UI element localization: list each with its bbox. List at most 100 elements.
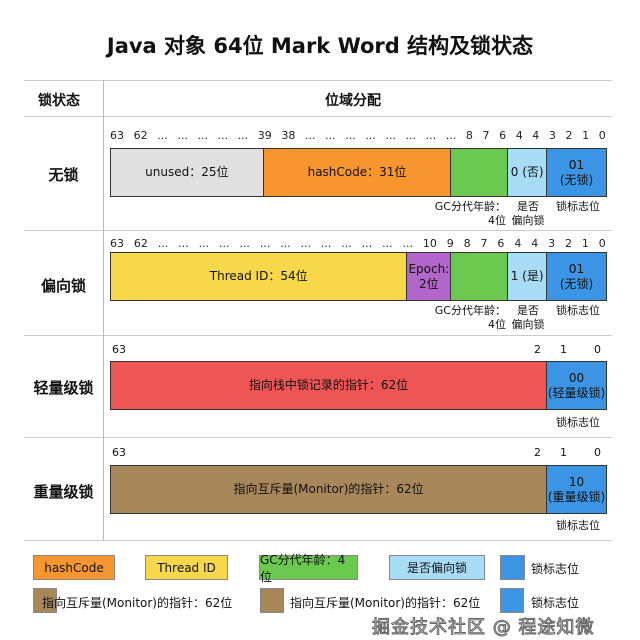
bit-index: 38	[281, 129, 296, 142]
bit-index: ...	[425, 129, 437, 142]
bit-index: ...	[259, 237, 271, 250]
segment-thread-id: Thread ID：54位	[111, 253, 408, 300]
bit-index: 4	[531, 237, 539, 250]
bit-index: 62	[133, 237, 148, 250]
column-divider	[103, 80, 104, 540]
bit-index: 6	[497, 237, 505, 250]
bar-lightweight-lock: 指向栈中锁记录的指针：62位 00 (轻量级锁)	[110, 361, 607, 410]
bit-index: 0	[598, 237, 606, 250]
bit-index: 1	[581, 237, 589, 250]
bit-index: 7	[480, 237, 488, 250]
bit-index: ...	[300, 237, 312, 250]
segment-monitor-pointer: 指向互斥量(Monitor)的指针：62位	[111, 466, 548, 513]
header-state: 锁状态	[38, 93, 80, 109]
bit-index: 10	[422, 237, 437, 250]
bit-index: 2	[564, 237, 572, 250]
bar-heavyweight-lock: 指向互斥量(Monitor)的指针：62位 10 (重量级锁)	[110, 465, 607, 514]
divider	[24, 540, 612, 541]
segment-lock-flag: 00 (轻量级锁)	[547, 362, 606, 409]
bit-index: ...	[280, 237, 291, 250]
bit-index: ...	[325, 129, 336, 142]
bit-index: 1	[582, 129, 590, 142]
legend-lock-label: 锁标志位	[531, 562, 580, 576]
segment-gc-age	[451, 149, 509, 196]
legend-lock-swatch	[500, 588, 524, 613]
bit-index: 2	[565, 129, 573, 142]
bit-index: 2	[534, 343, 541, 356]
bit-index: ...	[197, 129, 208, 142]
bit-index: ...	[341, 237, 352, 250]
bit-index: 1	[560, 446, 567, 459]
note-gc-age: GC分代年龄： 4位	[434, 304, 506, 331]
divider	[24, 80, 612, 81]
bit-index: 63	[112, 343, 126, 356]
segment-lock-record-pointer: 指向栈中锁记录的指针：62位	[111, 362, 548, 409]
divider	[24, 437, 612, 438]
bit-index: 4	[515, 129, 523, 142]
note-gc-age: GC分代年龄： 4位	[434, 200, 506, 227]
row-label-heavyweight-lock: 重量级锁	[33, 483, 94, 501]
bit-index: ...	[445, 129, 457, 142]
bit-index: 0	[594, 343, 601, 356]
segment-hashcode: hashCode：31位	[263, 149, 452, 196]
segment-biased-flag: 0 (否)	[508, 149, 548, 196]
bit-index: ...	[382, 237, 393, 250]
legend-biased: 是否偏向锁	[389, 555, 485, 580]
bit-index: ...	[320, 237, 332, 250]
bar-no-lock: unused：25位 hashCode：31位 0 (否) 01 (无锁)	[110, 148, 607, 197]
bit-index: 0	[598, 129, 606, 142]
bit-index: 9	[446, 237, 454, 250]
bit-index: 3	[548, 129, 556, 142]
legend-gc-age: GC分代年龄：4位	[259, 553, 358, 584]
bit-index: ...	[365, 129, 376, 142]
row-label-biased-lock: 偏向锁	[40, 277, 86, 295]
row-label-no-lock: 无锁	[48, 166, 79, 184]
bit-index: 6	[499, 129, 507, 142]
bit-index: 8	[465, 129, 473, 142]
bit-index: 63	[110, 129, 124, 142]
bit-index: 62	[133, 129, 148, 142]
divider	[24, 335, 612, 336]
bit-index: 1	[560, 343, 567, 356]
legend-monitor-swatch	[33, 588, 57, 613]
segment-lock-flag: 10 (重量级锁)	[547, 466, 606, 513]
bit-index: 4	[514, 237, 522, 250]
bit-index: ...	[157, 237, 169, 250]
note-biased: 是否 偏向锁	[511, 200, 545, 227]
bit-index: ...	[239, 237, 250, 250]
bit-index: 8	[463, 237, 471, 250]
bit-index: 7	[482, 129, 490, 142]
bit-index: 2	[534, 446, 541, 459]
bit-index: ...	[218, 237, 230, 250]
bit-index: ...	[237, 129, 249, 142]
bit-index: 39	[257, 129, 272, 142]
segment-lock-flag: 01 (无锁)	[547, 253, 606, 300]
divider	[24, 116, 612, 117]
note-lock: 锁标志位	[556, 519, 600, 532]
bit-index: 0	[594, 446, 601, 459]
bit-index: 4	[532, 129, 540, 142]
bit-index: ...	[361, 237, 373, 250]
bit-index: ...	[177, 129, 188, 142]
bit-index: ...	[385, 129, 396, 142]
bit-index: ...	[217, 129, 229, 142]
row-label-lightweight-lock: 轻量级锁	[33, 379, 94, 397]
segment-biased-flag: 1 (是)	[508, 253, 548, 300]
bit-index: ...	[198, 237, 210, 250]
bit-index: ...	[345, 129, 356, 142]
bit-index: ...	[304, 129, 316, 142]
note-lock: 锁标志位	[556, 416, 600, 429]
bit-index: ...	[178, 237, 189, 250]
bit-index: ...	[405, 129, 417, 142]
watermark: 掘金技术社区 @ 程途知微	[371, 617, 595, 639]
bit-index: ...	[402, 237, 413, 250]
note-lock: 锁标志位	[556, 200, 600, 213]
bar-biased-lock: Thread ID：54位 Epoch: 2位 1 (是) 01 (无锁)	[110, 252, 607, 301]
legend-thread-id: Thread ID	[145, 555, 228, 580]
segment-gc-age	[451, 253, 509, 300]
divider	[24, 230, 612, 231]
header-bits: 位域分配	[325, 93, 381, 109]
legend-monitor-label: 指向互斥量(Monitor)的指针：62位	[290, 596, 481, 610]
